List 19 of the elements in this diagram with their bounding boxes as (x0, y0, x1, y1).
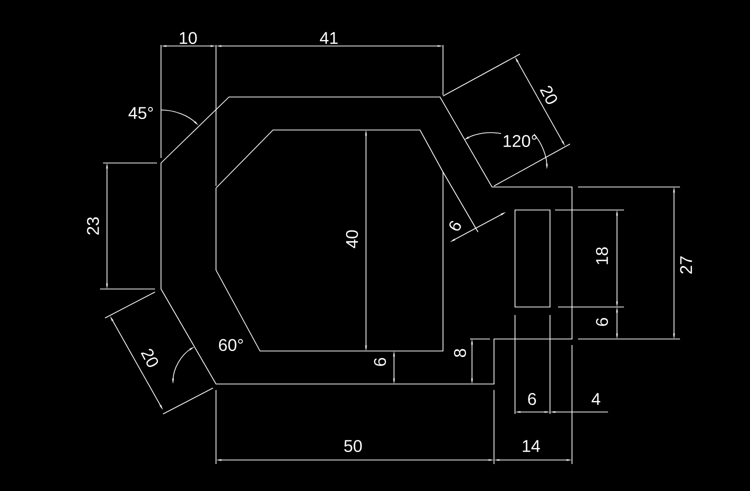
dimension-text: 14 (522, 440, 540, 452)
dimension-text: 40 (346, 230, 358, 248)
dimension-text: 41 (320, 32, 338, 44)
dimension-text: 27 (680, 256, 692, 274)
dimension-text: 50 (344, 440, 362, 452)
dimension-text: 8 (454, 349, 466, 357)
dimension-text: 23 (86, 217, 100, 235)
dimension-text: 18 (596, 247, 608, 264)
dimension-text: 6 (374, 358, 386, 366)
dimension-text: 6 (449, 220, 461, 231)
dimension-text: 10 (180, 32, 197, 44)
dimension-text: 20 (540, 86, 558, 104)
dimension-text: 4 (592, 393, 600, 405)
dimension-text: 120° (504, 134, 537, 148)
dimension-text: 6 (596, 318, 608, 326)
dimension-text: 60° (219, 338, 243, 352)
dimension-text: 20 (140, 348, 158, 367)
dimension-text: 6 (528, 392, 536, 406)
dimension-text: 45° (128, 106, 153, 120)
